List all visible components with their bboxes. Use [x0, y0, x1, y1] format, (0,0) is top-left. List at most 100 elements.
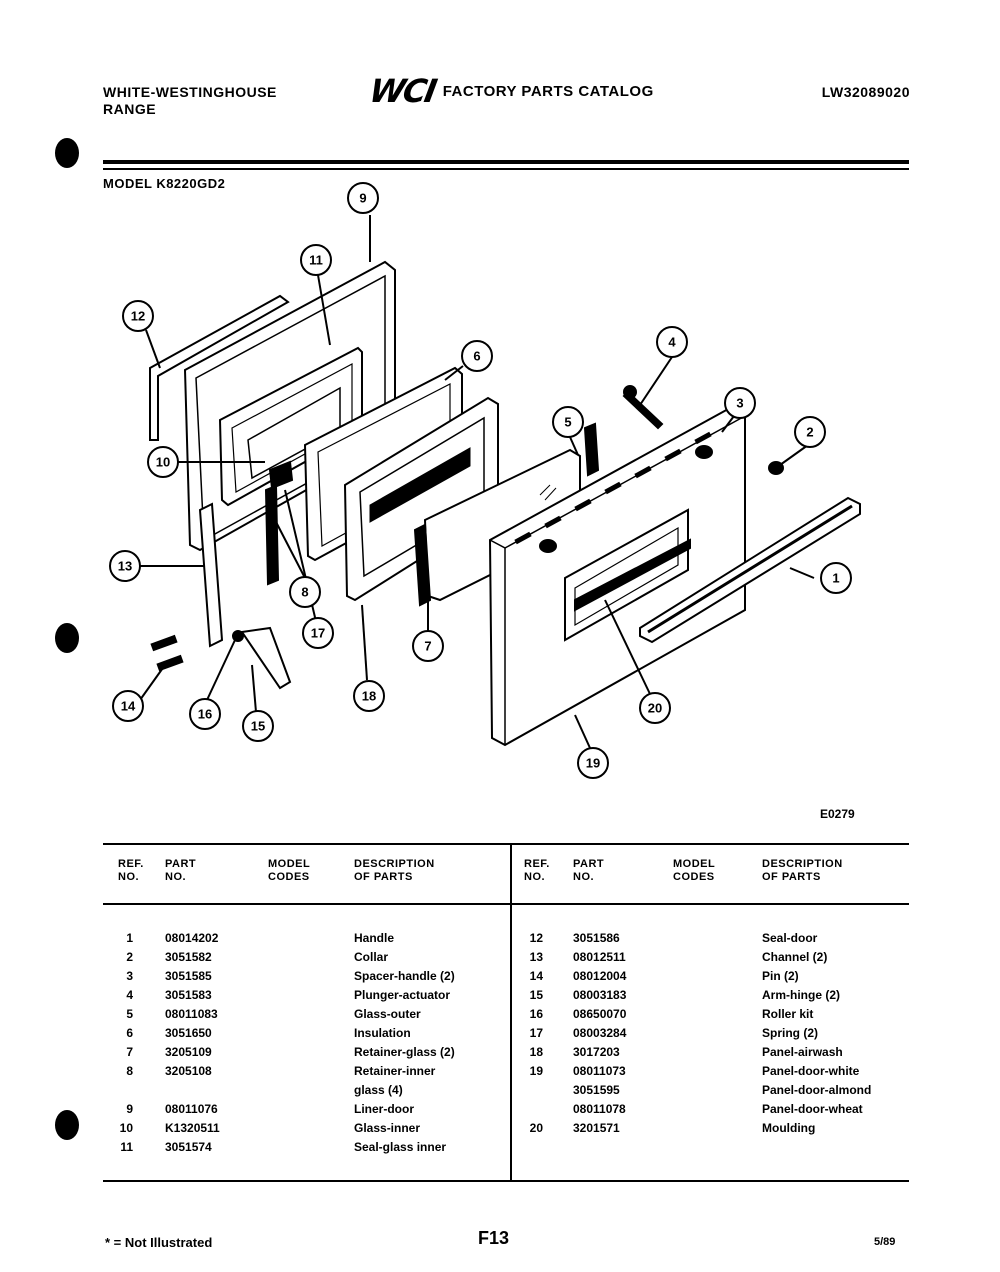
part-number: 08012004 — [573, 969, 627, 983]
part-description: Plunger-actuator — [354, 988, 451, 1002]
part-description: Spacer-handle (2) — [354, 969, 455, 983]
table-top-rule — [103, 843, 909, 845]
part-number: 3205109 — [165, 1045, 212, 1059]
arm-hinge-part — [240, 626, 292, 690]
part-number: 08011076 — [165, 1102, 218, 1116]
callout-19 — [577, 747, 609, 779]
table-bottom-rule — [103, 1180, 909, 1182]
callout-5 — [552, 406, 584, 438]
part-number: 3051650 — [165, 1026, 212, 1040]
callout-label-14: 14 — [121, 699, 136, 714]
callout-9 — [347, 182, 379, 214]
header-ref-left: REF.NO. — [118, 858, 144, 883]
header-ref-right: REF.NO. — [524, 858, 550, 883]
part-description: Channel (2) — [762, 950, 828, 964]
moulding-part — [574, 538, 691, 612]
ref-number: 10 — [119, 1121, 133, 1135]
callout-2 — [794, 416, 826, 448]
retainer-glass-part-right — [583, 422, 600, 477]
part-description: Insulation — [354, 1026, 411, 1040]
spacer-hole — [695, 445, 713, 459]
seal-door-part — [149, 294, 290, 441]
callout-label-20: 20 — [648, 701, 662, 716]
callout-4 — [656, 326, 688, 358]
callout-17 — [302, 617, 334, 649]
ref-number: 3 — [126, 969, 133, 983]
header-rule-thick — [103, 160, 909, 164]
header-rule-thin — [103, 168, 909, 170]
part-description: Spring (2) — [762, 1026, 818, 1040]
callout-label-7: 7 — [424, 639, 431, 654]
part-description: Panel-door-white — [762, 1064, 860, 1078]
plunger-hole — [539, 539, 557, 553]
callout-20 — [639, 692, 671, 724]
part-description: Retainer-glass (2) — [354, 1045, 455, 1059]
part-number: 08012511 — [573, 950, 626, 964]
callout-6 — [461, 340, 493, 372]
catalog-heading: WCI FACTORY PARTS CATALOG — [366, 72, 654, 110]
catalog-number: LW32089020 — [821, 84, 910, 100]
table-header-rule — [103, 903, 909, 905]
part-number: 08003284 — [573, 1026, 627, 1040]
ref-number: 14 — [529, 969, 543, 983]
part-description: Handle — [354, 931, 395, 945]
retainer-inner-part — [264, 484, 280, 586]
pin-part-2 — [156, 654, 184, 672]
ref-number: 2 — [126, 950, 133, 964]
ref-number: 7 — [126, 1045, 133, 1059]
retainer-glass-part — [413, 523, 432, 607]
callout-11 — [300, 244, 332, 276]
part-number: 3205108 — [165, 1064, 212, 1078]
brand-line-2: RANGE — [103, 101, 157, 117]
ref-number: 11 — [120, 1140, 133, 1154]
ref-number: 9 — [126, 1102, 133, 1116]
ref-number: 5 — [126, 1007, 133, 1021]
callout-label-13: 13 — [118, 559, 132, 574]
exploded-door-diagram: 1 2 3 4 5 6 7 8 9 10 11 12 13 14 15 16 1… — [109, 182, 861, 779]
ref-number: 13 — [529, 950, 543, 964]
ref-number: 1 — [126, 931, 133, 945]
part-description: Moulding — [762, 1121, 816, 1135]
callout-label-3: 3 — [736, 396, 743, 411]
part-description: Panel-door-almond — [762, 1083, 872, 1097]
part-number: K1320511 — [165, 1121, 220, 1135]
callout-label-15: 15 — [251, 719, 265, 734]
ref-number: 19 — [529, 1064, 543, 1078]
part-number: 3017203 — [573, 1045, 620, 1059]
collar-part — [768, 461, 784, 475]
binder-hole-middle — [55, 623, 79, 653]
callout-label-8: 8 — [301, 585, 308, 600]
part-description: Panel-airwash — [762, 1045, 843, 1059]
part-description: Roller kit — [762, 1007, 814, 1021]
part-number: 08011083 — [165, 1007, 218, 1021]
part-number: 08014202 — [165, 931, 219, 945]
callout-label-5: 5 — [564, 415, 571, 430]
callout-1 — [820, 562, 852, 594]
brand-title: WHITE-WESTINGHOUSE RANGE — [103, 84, 277, 118]
part-number: 3051585 — [165, 969, 212, 983]
part-number: 08003183 — [573, 988, 627, 1002]
callout-16 — [189, 698, 221, 730]
part-description: Pin (2) — [762, 969, 799, 983]
part-number: 08011078 — [573, 1102, 626, 1116]
callout-label-4: 4 — [668, 335, 676, 350]
callout-18 — [353, 680, 385, 712]
callout-label-12: 12 — [131, 309, 145, 324]
callout-15 — [242, 710, 274, 742]
wci-logo: WCI — [366, 72, 439, 110]
pin-part-1 — [150, 634, 178, 652]
callout-7 — [412, 630, 444, 662]
callout-8 — [289, 576, 321, 608]
ref-number: 18 — [529, 1045, 543, 1059]
part-number: 3051595 — [573, 1083, 620, 1097]
ref-number: 20 — [529, 1121, 543, 1135]
ref-number: 17 — [529, 1026, 543, 1040]
catalog-title: FACTORY PARTS CATALOG — [442, 82, 654, 100]
callout-label-9: 9 — [359, 191, 366, 206]
callout-14 — [112, 690, 144, 722]
callout-13 — [109, 550, 141, 582]
callout-label-16: 16 — [198, 707, 212, 722]
part-description: Liner-door — [354, 1102, 414, 1116]
